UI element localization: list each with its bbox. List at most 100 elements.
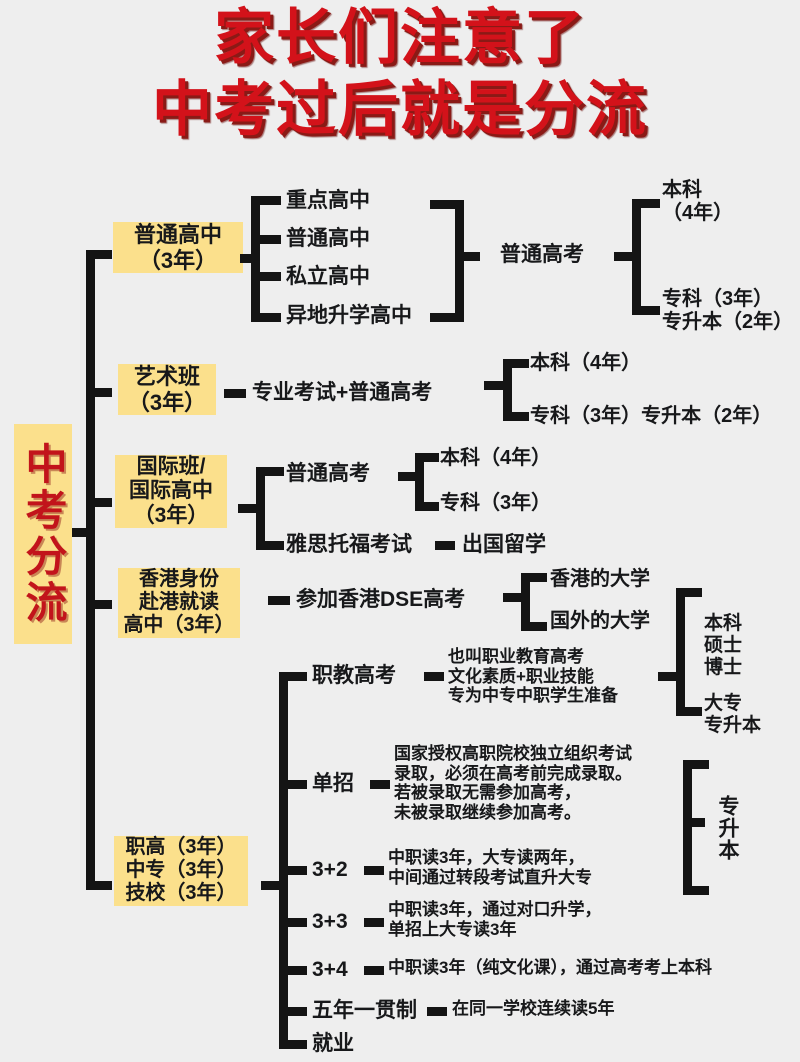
bracket-degree-bottom-3: [415, 502, 439, 511]
leaf-private-high-school: 私立高中: [286, 265, 370, 288]
detail-line: 文化素质+职业技能: [448, 666, 594, 686]
bracket-voc-degree-stem: [658, 672, 680, 681]
bracket-degree-stem-2: [484, 381, 506, 390]
branch-label-art-class: 艺术班 （3年）: [118, 364, 216, 416]
branch-label-line: 艺术班: [118, 364, 216, 390]
detail-line: 单招上大专读3年: [388, 919, 517, 939]
outcome-line: 硕士: [704, 635, 743, 657]
connector-dash-zhijiao: [424, 672, 444, 681]
connector-dash-hongkong: [268, 596, 290, 605]
bracket-tick: [251, 235, 281, 244]
vocational-tick-1: [279, 672, 307, 681]
outcome-study-abroad: 出国留学: [462, 533, 546, 556]
detail-line: 未被录取继续参加高考。: [394, 803, 581, 823]
bracket-degree-top-1: [632, 199, 660, 208]
bracket-gather-top: [430, 200, 460, 209]
vocational-tick-7: [279, 1040, 307, 1049]
voc-row-name-3plus2: 3+2: [312, 858, 348, 881]
outcome-line: 专科（3年）: [662, 288, 774, 310]
trunk-tick-3: [86, 498, 112, 507]
exam-regular-gaokao-1: 普通高考: [500, 243, 584, 266]
connector-dash-danzhao: [370, 780, 390, 789]
branch-label-line: 赴港就读: [118, 591, 240, 615]
bracket-voc-degree-bottom: [676, 707, 702, 716]
outcome-bachelor-2: 本科（4年）: [530, 352, 642, 374]
bracket-voc-degree-top: [676, 588, 702, 597]
root-node-zhongkao-fenliu: 中考分流: [14, 424, 72, 644]
bracket-voc-degree-spine: [676, 588, 685, 716]
voc-detail-danzhao: 国家授权高职院校独立组织考试 录取，必须在高考前完成录取。 若被录取无需参加高考…: [394, 744, 632, 823]
outcome-line: 专升本（2年）: [662, 311, 794, 334]
outcome-line: 本科: [662, 179, 702, 201]
voc-row-name-five-year: 五年一贯制: [312, 999, 417, 1022]
leaf-key-high-school: 重点高中: [286, 189, 370, 212]
voc-row-name-danzhao: 单招: [312, 772, 354, 795]
bracket-degree-spine-1: [632, 199, 641, 315]
bracket-international-top: [256, 467, 284, 476]
bracket-side-bottom: [683, 886, 709, 895]
title-line-1: 家长们注意了: [214, 4, 586, 71]
branch-label-line: 职高（3年）: [114, 836, 248, 860]
detail-line: 国家授权高职院校独立组织考试: [394, 744, 632, 763]
bracket-tick: [251, 196, 281, 205]
bracket-gather-spine: [455, 200, 464, 322]
outcome-associate-1: 专科（3年） 专升本（2年）: [662, 288, 793, 334]
bracket-degree-spine-2: [503, 359, 512, 421]
branch-label-line: （3年）: [115, 503, 227, 529]
bracket-degree-top-3: [415, 453, 439, 462]
voc-detail-3plus3: 中职读3年，通过对口升学， 单招上大专读3年: [388, 900, 601, 939]
bracket-international-bottom: [256, 541, 284, 550]
connector-dash-3plus4: [364, 966, 384, 975]
outcome-line: 大专: [704, 693, 743, 714]
exam-art-combined: 专业考试+普通高考: [252, 381, 433, 404]
outcome-voc-dazhuan: 大专 专升本: [704, 693, 761, 737]
branch-label-line: 国际班/: [115, 455, 227, 480]
bracket-gather-stem: [455, 252, 480, 261]
bracket-international-stem: [238, 504, 260, 513]
poster-title: 家长们注意了 中考过后就是分流: [0, 0, 800, 140]
branch-label-hongkong: 香港身份 赴港就读 高中（3年）: [118, 568, 240, 638]
outcome-line: （4年）: [662, 202, 734, 225]
outcome-foreign-university: 国外的大学: [550, 610, 650, 632]
vocational-tick-2: [279, 780, 307, 789]
bracket-degree-spine-3: [415, 453, 424, 511]
branch-label-line: （3年）: [118, 389, 216, 416]
branch-label-line: 普通高中: [113, 222, 243, 248]
connector-dash-study-abroad: [435, 541, 455, 550]
bracket-degree-bottom-2: [503, 412, 529, 421]
branch-label-line: 高中（3年）: [118, 614, 240, 638]
voc-row-name-3plus3: 3+3: [312, 910, 348, 933]
outcome-voc-higher-degrees: 本科 硕士 博士: [704, 613, 742, 679]
branch-label-line: 香港身份: [118, 568, 240, 592]
voc-detail-five-year: 在同一学校连续读5年: [452, 999, 615, 1018]
branch-label-line: 中专（3年）: [114, 859, 248, 883]
leaf-nonlocal-high-school: 异地升学高中: [286, 304, 412, 327]
bracket-side-stem: [683, 818, 705, 827]
outcome-bachelor-3: 本科（4年）: [440, 447, 552, 469]
root-stem: [72, 528, 94, 537]
bracket-stem: [240, 254, 256, 263]
bracket-hk-spine: [521, 573, 530, 631]
root-node-label: 中考分流: [20, 442, 67, 626]
voc-detail-3plus4: 中职读3年（纯文化课），通过高考考上本科: [388, 958, 712, 977]
bracket-hk-stem: [503, 593, 525, 602]
vocational-tick-3: [279, 866, 307, 875]
title-line-2: 中考过后就是分流: [152, 76, 648, 143]
vocational-tick-6: [279, 1007, 307, 1016]
connector-dash-3plus3: [364, 918, 384, 927]
branch-label-regular-high-school: 普通高中 （3年）: [113, 222, 243, 274]
connector-dash-3plus2: [364, 866, 384, 875]
voc-row-name-zhijiao-gaokao: 职教高考: [312, 664, 396, 687]
trunk-tick-2: [86, 388, 112, 397]
detail-line: 中职读3年，通过对口升学，: [388, 900, 602, 919]
branch-label-vocational: 职高（3年） 中专（3年） 技校（3年）: [114, 836, 248, 906]
bracket-degree-top-2: [503, 359, 529, 368]
bracket-degree-stem-1: [614, 252, 636, 261]
detail-line: 中间通过转段考试直升大专: [388, 867, 592, 887]
trunk-tick-4: [86, 600, 112, 609]
detail-line: 也叫职业教育高考: [448, 647, 584, 666]
outcome-associate-3: 专科（3年）: [440, 492, 552, 514]
bracket-side-spine: [683, 760, 692, 895]
trunk-tick-5: [86, 881, 112, 890]
outcome-line: 本科: [704, 613, 743, 634]
